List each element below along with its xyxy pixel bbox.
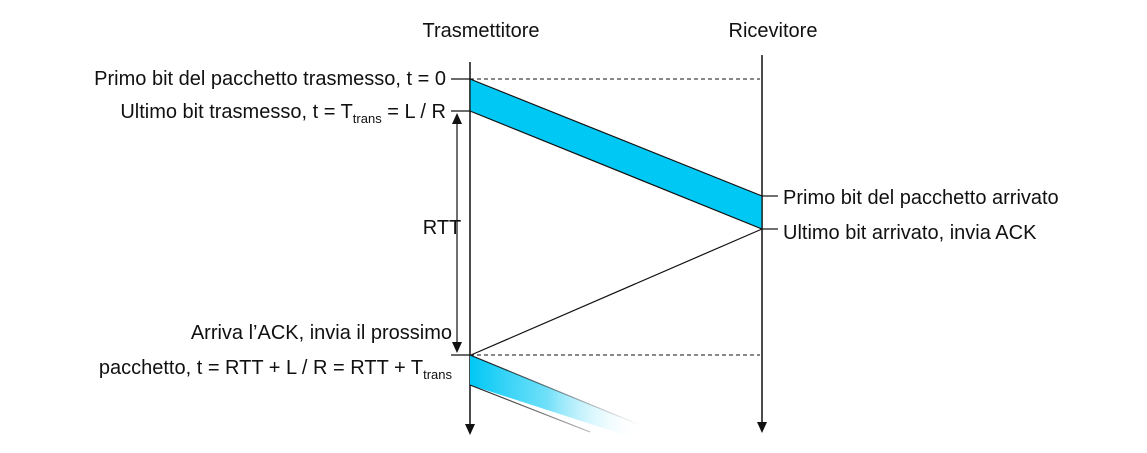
ack-arrives-label-line2: pacchetto, t = RTT + L / R = RTT + Ttran… — [99, 357, 453, 382]
first-bit-sent-label: Primo bit del pacchetto trasmesso, t = 0 — [94, 68, 446, 90]
rtt-double-arrow — [452, 113, 462, 353]
next-packet-band-top-edge — [469, 354, 641, 426]
ack-arrives-label-line1: Arriva l’ACK, invia il prossimo — [191, 322, 452, 344]
rtt-label: RTT — [423, 217, 462, 239]
last-bit-arrived-label: Ultimo bit arrivato, invia ACK — [783, 222, 1037, 244]
sender-label: Trasmettitore — [422, 20, 539, 42]
next-packet-band — [470, 355, 640, 440]
first-bit-arrived-label: Primo bit del pacchetto arrivato — [783, 187, 1059, 209]
last-bit-sent-label: Ultimo bit trasmesso, t = Ttrans = L / R — [120, 101, 446, 126]
next-packet-band-bottom-edge — [469, 384, 591, 433]
ack-line — [470, 228, 763, 356]
receiver-timeline — [757, 55, 767, 433]
receiver-label: Ricevitore — [729, 20, 818, 42]
packet-transmission-band — [469, 78, 763, 230]
